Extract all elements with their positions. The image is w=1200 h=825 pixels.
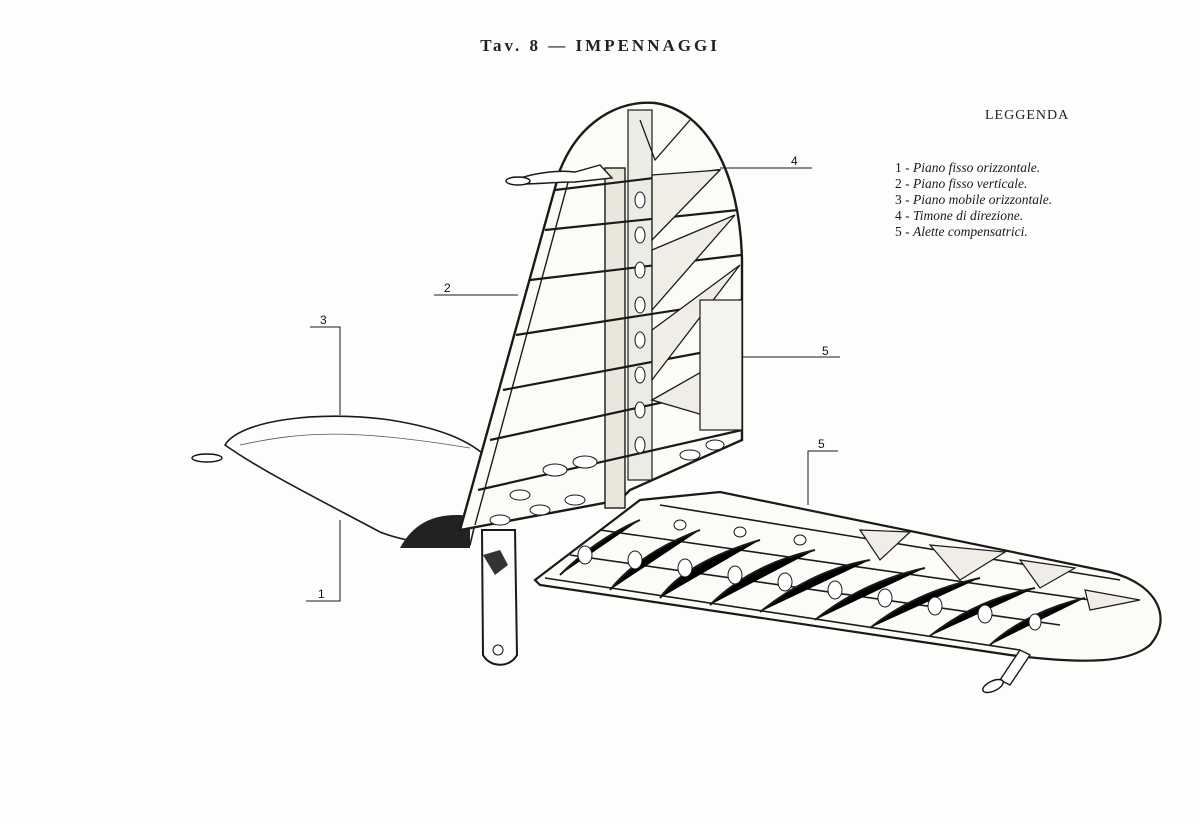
legend-item-text: Alette compensatrici. (913, 224, 1028, 239)
legend-item-text: Piano fisso verticale. (913, 176, 1028, 191)
callout-5-rudder-tab: 5 (822, 344, 829, 358)
left-elevator-skin (191, 415, 491, 548)
legend-item-number: 5 - (895, 224, 910, 239)
right-stabilizer-frame (533, 490, 1162, 694)
callout-3: 3 (320, 313, 327, 327)
legend-item-text: Timone di direzione. (913, 208, 1024, 223)
callout-4: 4 (791, 154, 798, 168)
legend-item: 2 - Piano fisso verticale. (895, 176, 1193, 192)
legend-item-text: Piano mobile orizzontale. (913, 192, 1053, 207)
callout-5-elevator-tab: 5 (818, 437, 825, 451)
legend: LEGGENDA 1 - Piano fisso orizzontale. 2 … (893, 108, 1193, 240)
legend-item-number: 4 - (895, 208, 910, 223)
legend-item: 5 - Alette compensatrici. (895, 224, 1193, 240)
legend-item-number: 2 - (895, 176, 910, 191)
legend-heading: LEGGENDA (985, 108, 1070, 123)
legend-item-text: Piano fisso orizzontale. (913, 160, 1041, 175)
legend-item-number: 3 - (895, 192, 910, 207)
callout-1: 1 (318, 587, 325, 601)
legend-item: 4 - Timone di direzione. (895, 208, 1193, 224)
legend-item-number: 1 - (895, 160, 910, 175)
legend-list: 1 - Piano fisso orizzontale. 2 - Piano f… (895, 160, 1193, 240)
legend-item: 3 - Piano mobile orizzontale. (895, 192, 1193, 208)
callout-2: 2 (444, 281, 451, 295)
page-title: Tav. 8 — IMPENNAGGI (480, 36, 720, 55)
legend-item: 1 - Piano fisso orizzontale. (895, 160, 1193, 176)
vertical-fin-frame (458, 101, 744, 666)
